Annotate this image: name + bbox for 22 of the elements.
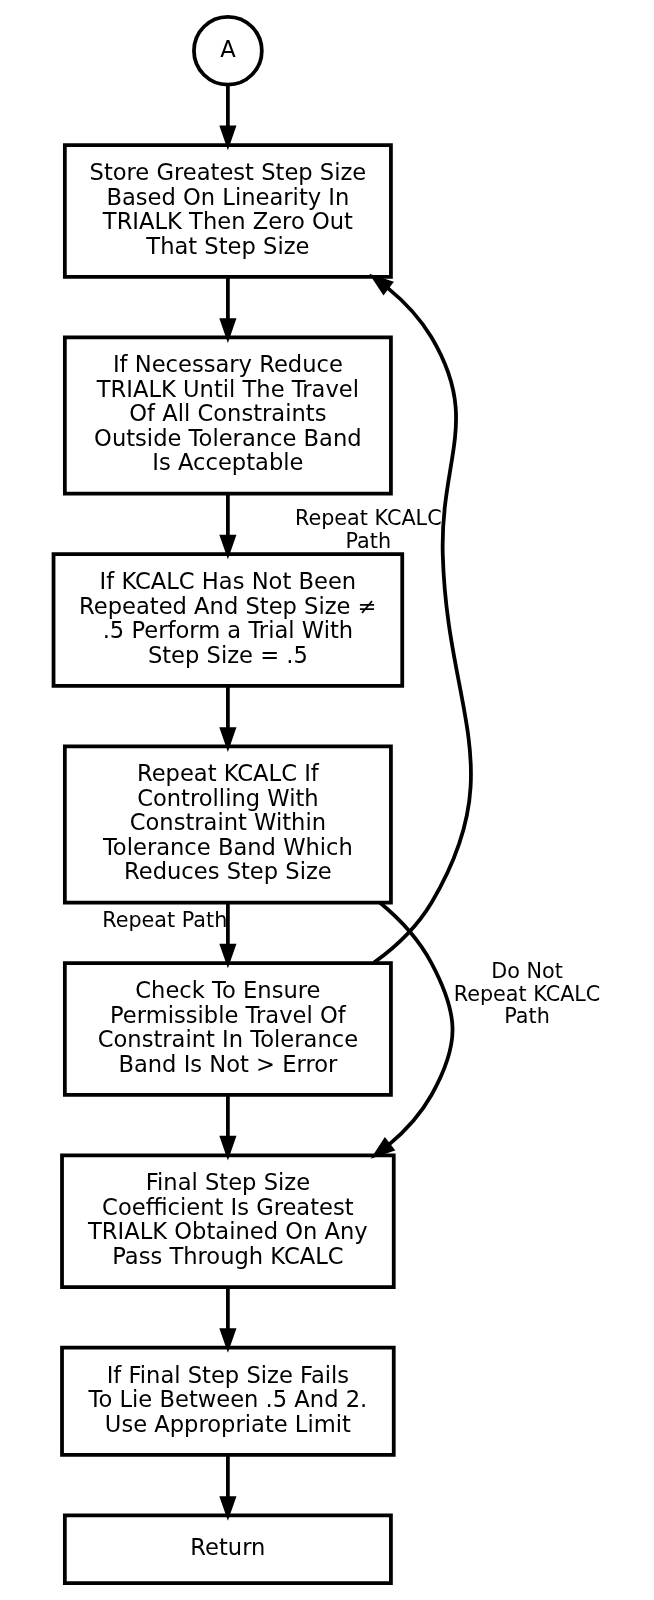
- arrow: [218, 902, 236, 969]
- arrow: [368, 273, 473, 965]
- edge-label: Do Not Repeat KCALC Path: [453, 958, 600, 1029]
- edge-label: Repeat Path: [101, 908, 227, 933]
- node-box: If KCALC Has Not Been Repeated And Step Size ≠ .5 Perform a Trial With Step Size = .5: [51, 552, 404, 688]
- node-box: Final Step Size Coefficient Is Greatest TRIALK Obtained On Any Pass Through KCALC: [59, 1153, 396, 1290]
- arrow: [218, 686, 236, 752]
- arrow: [218, 85, 236, 151]
- arrow: [218, 493, 236, 560]
- edge-label: Repeat KCALC Path: [294, 506, 442, 553]
- node-box: If Necessary Reduce TRIALK Until The Travel Of All Constraints Outside Tolerance Band Is Acceptable: [62, 335, 393, 496]
- arrow: [370, 901, 454, 1159]
- node-box: Return: [62, 1513, 393, 1586]
- node-box: If Final Step Size Fails To Lie Between .5 And 2. Use Appropriate Limit: [59, 1345, 396, 1457]
- arrow: [218, 1095, 236, 1161]
- arrow: [218, 1455, 236, 1521]
- arrow: [218, 1287, 236, 1353]
- node-box: Store Greatest Step Size Based On Linearity In TRIALK Then Zero Out That Step Size: [62, 143, 393, 279]
- arrow: [218, 277, 236, 343]
- node-box: Repeat KCALC If Controlling With Constraint Within Tolerance Band Which Reduces Step Size: [62, 744, 393, 905]
- node-box: Check To Ensure Permissible Travel Of Constraint In Tolerance Band Is Not > Error: [62, 961, 393, 1097]
- node-circle: A: [191, 14, 264, 87]
